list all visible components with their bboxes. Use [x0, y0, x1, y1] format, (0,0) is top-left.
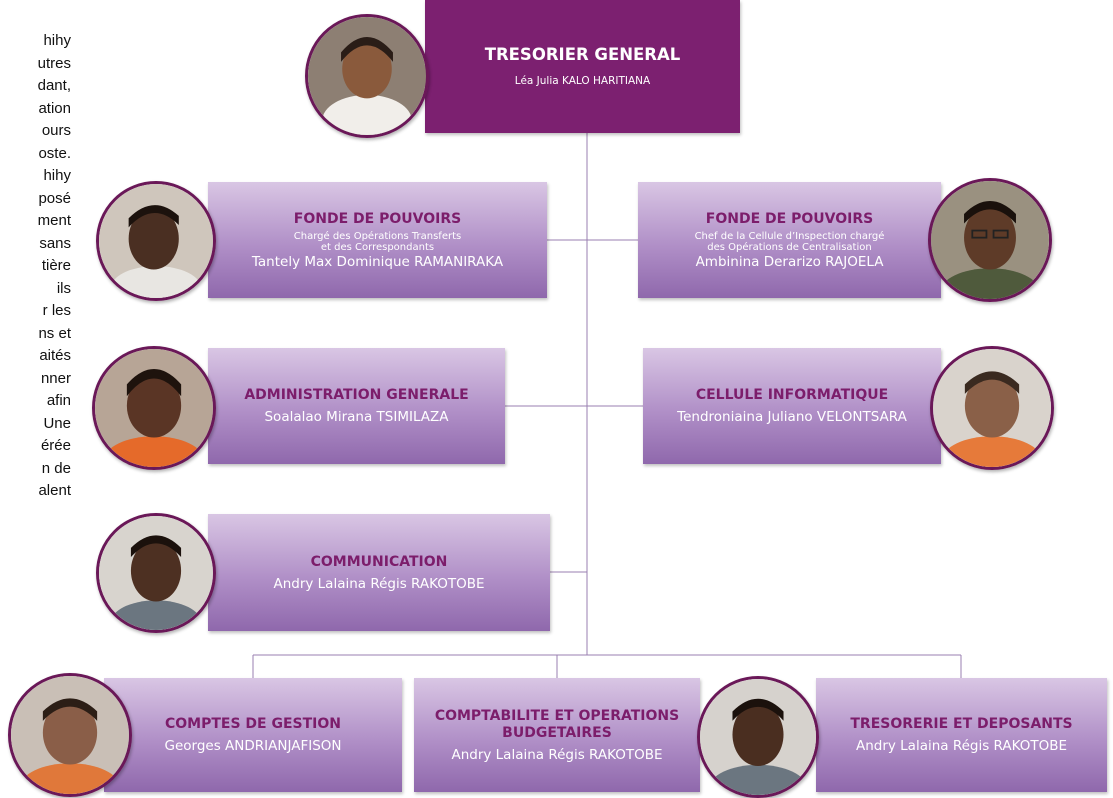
comptes-de-gestion-box: COMPTES DE GESTION Georges ANDRIANJAFISO…	[104, 678, 402, 792]
fonde-right-title: FONDE DE POUVOIRS	[705, 210, 874, 227]
paragraph-line: n de	[41, 459, 71, 477]
avatar-fonde-right	[928, 178, 1052, 302]
paragraph-line: posé	[38, 189, 71, 207]
fonde-left-sub2: et des Correspondants	[320, 241, 435, 253]
admin-title: ADMINISTRATION GENERALE	[244, 387, 469, 403]
cellule-informatique-box: CELLULE INFORMATIQUE Tendroniaina Julian…	[643, 348, 941, 464]
paragraph-line: tière	[41, 257, 71, 274]
fonde-pouvoirs-right-box: FONDE DE POUVOIRS Chef de la Cellule d’I…	[638, 182, 941, 298]
paragraph-line: utres	[37, 54, 71, 72]
treasurer-name: Léa Julia KALO HARITIANA	[514, 74, 651, 87]
fonde-right-sub2: des Opérations de Centralisation	[707, 241, 872, 253]
paragraph-line: aités	[39, 347, 71, 364]
paragraph-line: érée	[40, 437, 71, 454]
paragraph-line: ment	[37, 212, 71, 229]
fonde-left-title: FONDE DE POUVOIRS	[293, 210, 462, 227]
avatar-treasurer	[305, 14, 429, 138]
fonde-right-sub1: Chef de la Cellule d’Inspection chargé	[694, 230, 885, 242]
comptabilite-title-line1: COMPTABILITE ET OPERATIONS	[434, 707, 680, 724]
fonde-left-name: Tantely Max Dominique RAMANIRAKA	[251, 253, 504, 270]
cropped-paragraph: hihy utres dant, ation ours oste. hihy posé ment…	[0, 30, 71, 503]
comptes-title: COMPTES DE GESTION	[164, 716, 341, 732]
comptes-name: Georges ANDRIANJAFISON	[164, 738, 342, 754]
avatar-communication	[96, 513, 216, 633]
avatar-comptabilite	[697, 676, 819, 798]
paragraph-line: oste.	[38, 144, 71, 162]
paragraph-line: ils	[56, 279, 71, 297]
paragraph-line: hihy	[43, 32, 71, 49]
fonde-pouvoirs-left-box: FONDE DE POUVOIRS Chargé des Opérations …	[208, 182, 547, 298]
comptabilite-title-line2: BUDGETAIRES	[502, 724, 612, 741]
tresorerie-title: TRESORERIE ET DEPOSANTS	[850, 716, 1073, 732]
treasurer-general-box: TRESORIER GENERAL Léa Julia KALO HARITIA…	[425, 0, 740, 133]
comptabilite-name: Andry Lalaina Régis RAKOTOBE	[451, 746, 663, 763]
informatique-name: Tendroniaina Juliano VELONTSARA	[677, 409, 907, 425]
paragraph-line: ation	[38, 99, 71, 117]
paragraph-line: afin	[46, 392, 71, 409]
fonde-right-name: Ambinina Derarizo RAJOELA	[695, 253, 884, 270]
tresorerie-box: TRESORERIE ET DEPOSANTS Andry Lalaina Ré…	[816, 678, 1107, 792]
admin-name: Soalalao Mirana TSIMILAZA	[264, 409, 449, 425]
paragraph-line: sans	[39, 234, 71, 252]
communication-box: COMMUNICATION Andry Lalaina Régis RAKOTO…	[208, 514, 550, 631]
paragraph-line: dant,	[37, 77, 71, 94]
fonde-left-sub1: Chargé des Opérations Transferts	[293, 230, 462, 242]
paragraph-line: ns et	[38, 324, 71, 342]
comptabilite-box: COMPTABILITE ET OPERATIONS BUDGETAIRES A…	[414, 678, 700, 792]
treasurer-title: TRESORIER GENERAL	[484, 44, 681, 64]
paragraph-line: r les	[42, 302, 71, 319]
avatar-comptes	[8, 673, 132, 797]
communication-title: COMMUNICATION	[310, 553, 448, 570]
paragraph-line: Une	[43, 414, 71, 432]
paragraph-line: nner	[40, 369, 71, 387]
administration-generale-box: ADMINISTRATION GENERALE Soalalao Mirana …	[208, 348, 505, 464]
paragraph-line: hihy	[43, 167, 71, 184]
avatar-fonde-left	[96, 181, 216, 301]
informatique-title: CELLULE INFORMATIQUE	[695, 387, 889, 403]
communication-name: Andry Lalaina Régis RAKOTOBE	[273, 575, 485, 592]
paragraph-line: ours	[41, 122, 71, 139]
tresorerie-name: Andry Lalaina Régis RAKOTOBE	[855, 738, 1068, 754]
avatar-admin	[92, 346, 216, 470]
paragraph-line: alent	[38, 482, 71, 499]
avatar-informatique	[930, 346, 1054, 470]
